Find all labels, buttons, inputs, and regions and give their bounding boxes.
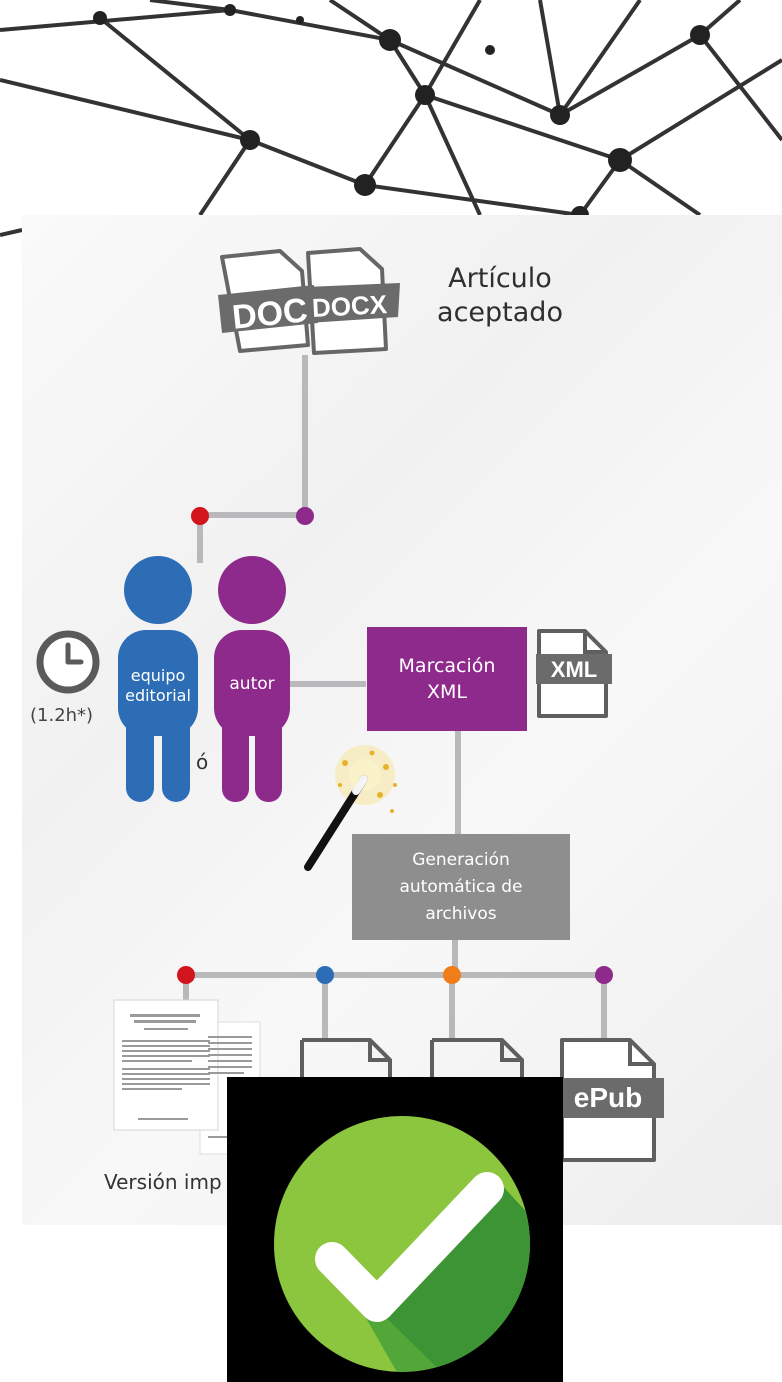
output-dot-blue xyxy=(316,966,334,984)
time-estimate: (1.2h*) xyxy=(30,705,94,726)
generation-line1: Generación xyxy=(412,849,510,870)
editorial-team-label: equipo editorial xyxy=(116,666,200,706)
network-background xyxy=(0,0,782,237)
junction-dot-purple xyxy=(296,507,314,525)
article-title-line2: aceptado xyxy=(437,297,563,328)
author-label: autor xyxy=(229,674,275,694)
generation-line3: archivos xyxy=(425,903,497,924)
doc-label: DOC xyxy=(230,291,309,337)
doc-docx-icons: DOC DOCX xyxy=(218,247,400,355)
file-generation-box: Generación automática de archivos xyxy=(352,834,570,940)
editorial-team-figure xyxy=(118,556,198,802)
editorial-label-line1: equipo xyxy=(130,666,186,685)
xml-markup-box: Marcación XML xyxy=(367,627,527,731)
generation-line2: automática de xyxy=(399,876,523,897)
article-title: Artículo aceptado xyxy=(420,262,580,330)
check-circle-icon xyxy=(274,1116,530,1372)
output-dot-red xyxy=(177,966,195,984)
clock-icon xyxy=(36,630,100,694)
junction-dot-red xyxy=(191,507,209,525)
printed-version-caption: Versión imp xyxy=(104,1170,222,1194)
xml-file-label: XML xyxy=(551,657,597,682)
epub-label: ePub xyxy=(574,1082,642,1113)
printed-version-thumbnail xyxy=(113,999,261,1155)
output-dot-orange xyxy=(443,966,461,984)
editorial-label-line2: editorial xyxy=(125,686,191,705)
docx-label: DOCX xyxy=(311,289,388,323)
xml-markup-line1: Marcación xyxy=(398,655,496,677)
xml-file-icon: XML xyxy=(536,629,612,718)
epub-file-icon: ePub xyxy=(552,1038,664,1162)
output-dot-purple xyxy=(595,966,613,984)
or-label: ó xyxy=(196,750,209,774)
article-title-line1: Artículo xyxy=(448,263,552,294)
magic-wand-icon xyxy=(304,745,397,871)
xml-markup-line2: XML xyxy=(427,681,467,703)
author-figure xyxy=(214,556,290,802)
